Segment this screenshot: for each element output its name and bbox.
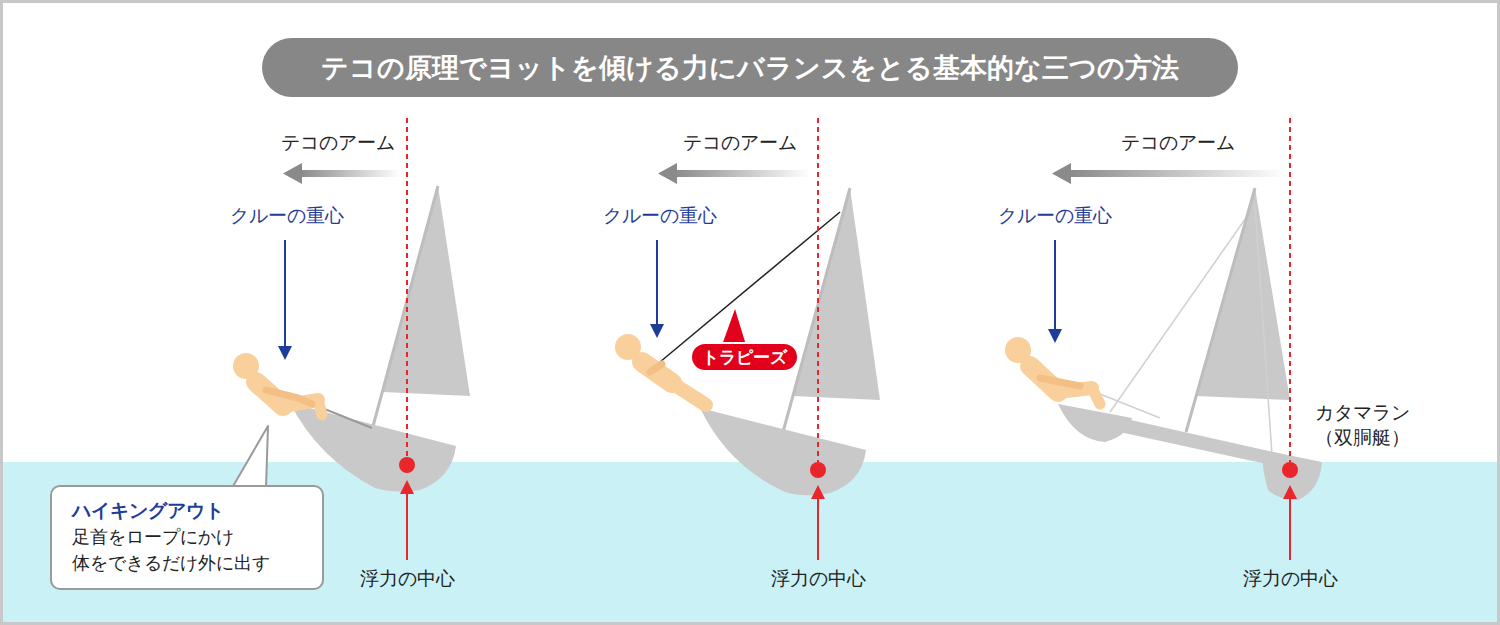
hull <box>290 403 456 492</box>
mast <box>783 188 850 432</box>
gravity-arrow <box>656 240 658 328</box>
crew-gravity-label: クルーの重心 <box>998 203 1112 228</box>
gravity-arrowhead <box>650 324 664 338</box>
boat-type-label: カタマラン （双胴艇） <box>1307 400 1417 449</box>
lever-arrowhead <box>1052 163 1071 184</box>
crew-head <box>233 353 259 379</box>
sail <box>793 188 880 400</box>
crew-gravity-label: クルーの重心 <box>603 203 717 228</box>
crew-figure <box>233 353 322 415</box>
centre-line <box>406 118 408 458</box>
crew-leg <box>672 383 706 405</box>
buoyancy-arrow <box>817 495 819 560</box>
callout-tail <box>232 426 268 488</box>
crew-head <box>1005 337 1031 363</box>
callout-tag: トラピーズ <box>690 342 799 372</box>
crew-arm <box>266 390 312 404</box>
centre-line <box>817 118 819 462</box>
lever-arrow <box>300 170 400 177</box>
crew-gravity-label: クルーの重心 <box>230 203 344 228</box>
node-heading: ハイキングアウト <box>72 497 302 524</box>
buoyancy-label: 浮力の中心 <box>360 566 455 591</box>
gravity-arrow <box>284 240 286 350</box>
gravity-arrowhead <box>1048 329 1062 343</box>
mast <box>1186 188 1255 432</box>
sail <box>383 186 470 396</box>
crew-leg <box>318 400 322 415</box>
crew-head <box>615 334 641 360</box>
buoyancy-arrow <box>406 490 408 560</box>
node-heading: トラピーズ <box>702 346 787 368</box>
buoyancy-arrowhead <box>1283 485 1297 499</box>
buoyancy-arrowhead <box>400 480 414 494</box>
callout-tail <box>722 309 746 345</box>
lever-arrowhead <box>658 163 677 184</box>
crew-leg <box>1092 388 1100 404</box>
hull <box>700 408 866 495</box>
mast <box>372 186 438 430</box>
buoyancy-label: 浮力の中心 <box>771 566 866 591</box>
buoyancy-label: 浮力の中心 <box>1243 566 1338 591</box>
gravity-arrow <box>1054 240 1056 333</box>
crew-arm <box>650 364 662 372</box>
lever-arm-label: テコのアーム <box>281 130 395 155</box>
callout-box: ハイキングアウト足首をロープにかけ 体をできるだけ外に出す <box>50 485 324 590</box>
buoyancy-arrow <box>1289 495 1291 560</box>
buoyancy-arrowhead <box>811 485 825 499</box>
title-banner: テコの原理でヨットを傾ける力にバランスをとる基本的な三つの方法 <box>262 38 1238 97</box>
gravity-arrowhead <box>278 346 292 360</box>
buoyancy-dot <box>399 457 415 473</box>
lever-arrow <box>1070 170 1285 177</box>
windward-hull <box>1058 404 1132 442</box>
mainsheet <box>1080 386 1160 418</box>
crew-figure <box>615 334 706 405</box>
lever-arrowhead <box>283 163 302 184</box>
crew-figure <box>1005 337 1100 404</box>
sail <box>1196 188 1290 400</box>
lever-arm-label: テコのアーム <box>1121 130 1235 155</box>
buoyancy-dot <box>810 462 826 478</box>
node-body: 足首をロープにかけ 体をできるだけ外に出す <box>72 524 302 576</box>
shroud <box>1255 205 1272 455</box>
centre-line <box>1289 118 1291 462</box>
lever-arm-label: テコのアーム <box>683 130 797 155</box>
lever-arrow <box>676 170 810 177</box>
crew-arm <box>1040 378 1080 386</box>
leeward-hull <box>1262 450 1322 500</box>
trapeze-wire <box>660 212 840 362</box>
buoyancy-dot <box>1282 462 1298 478</box>
